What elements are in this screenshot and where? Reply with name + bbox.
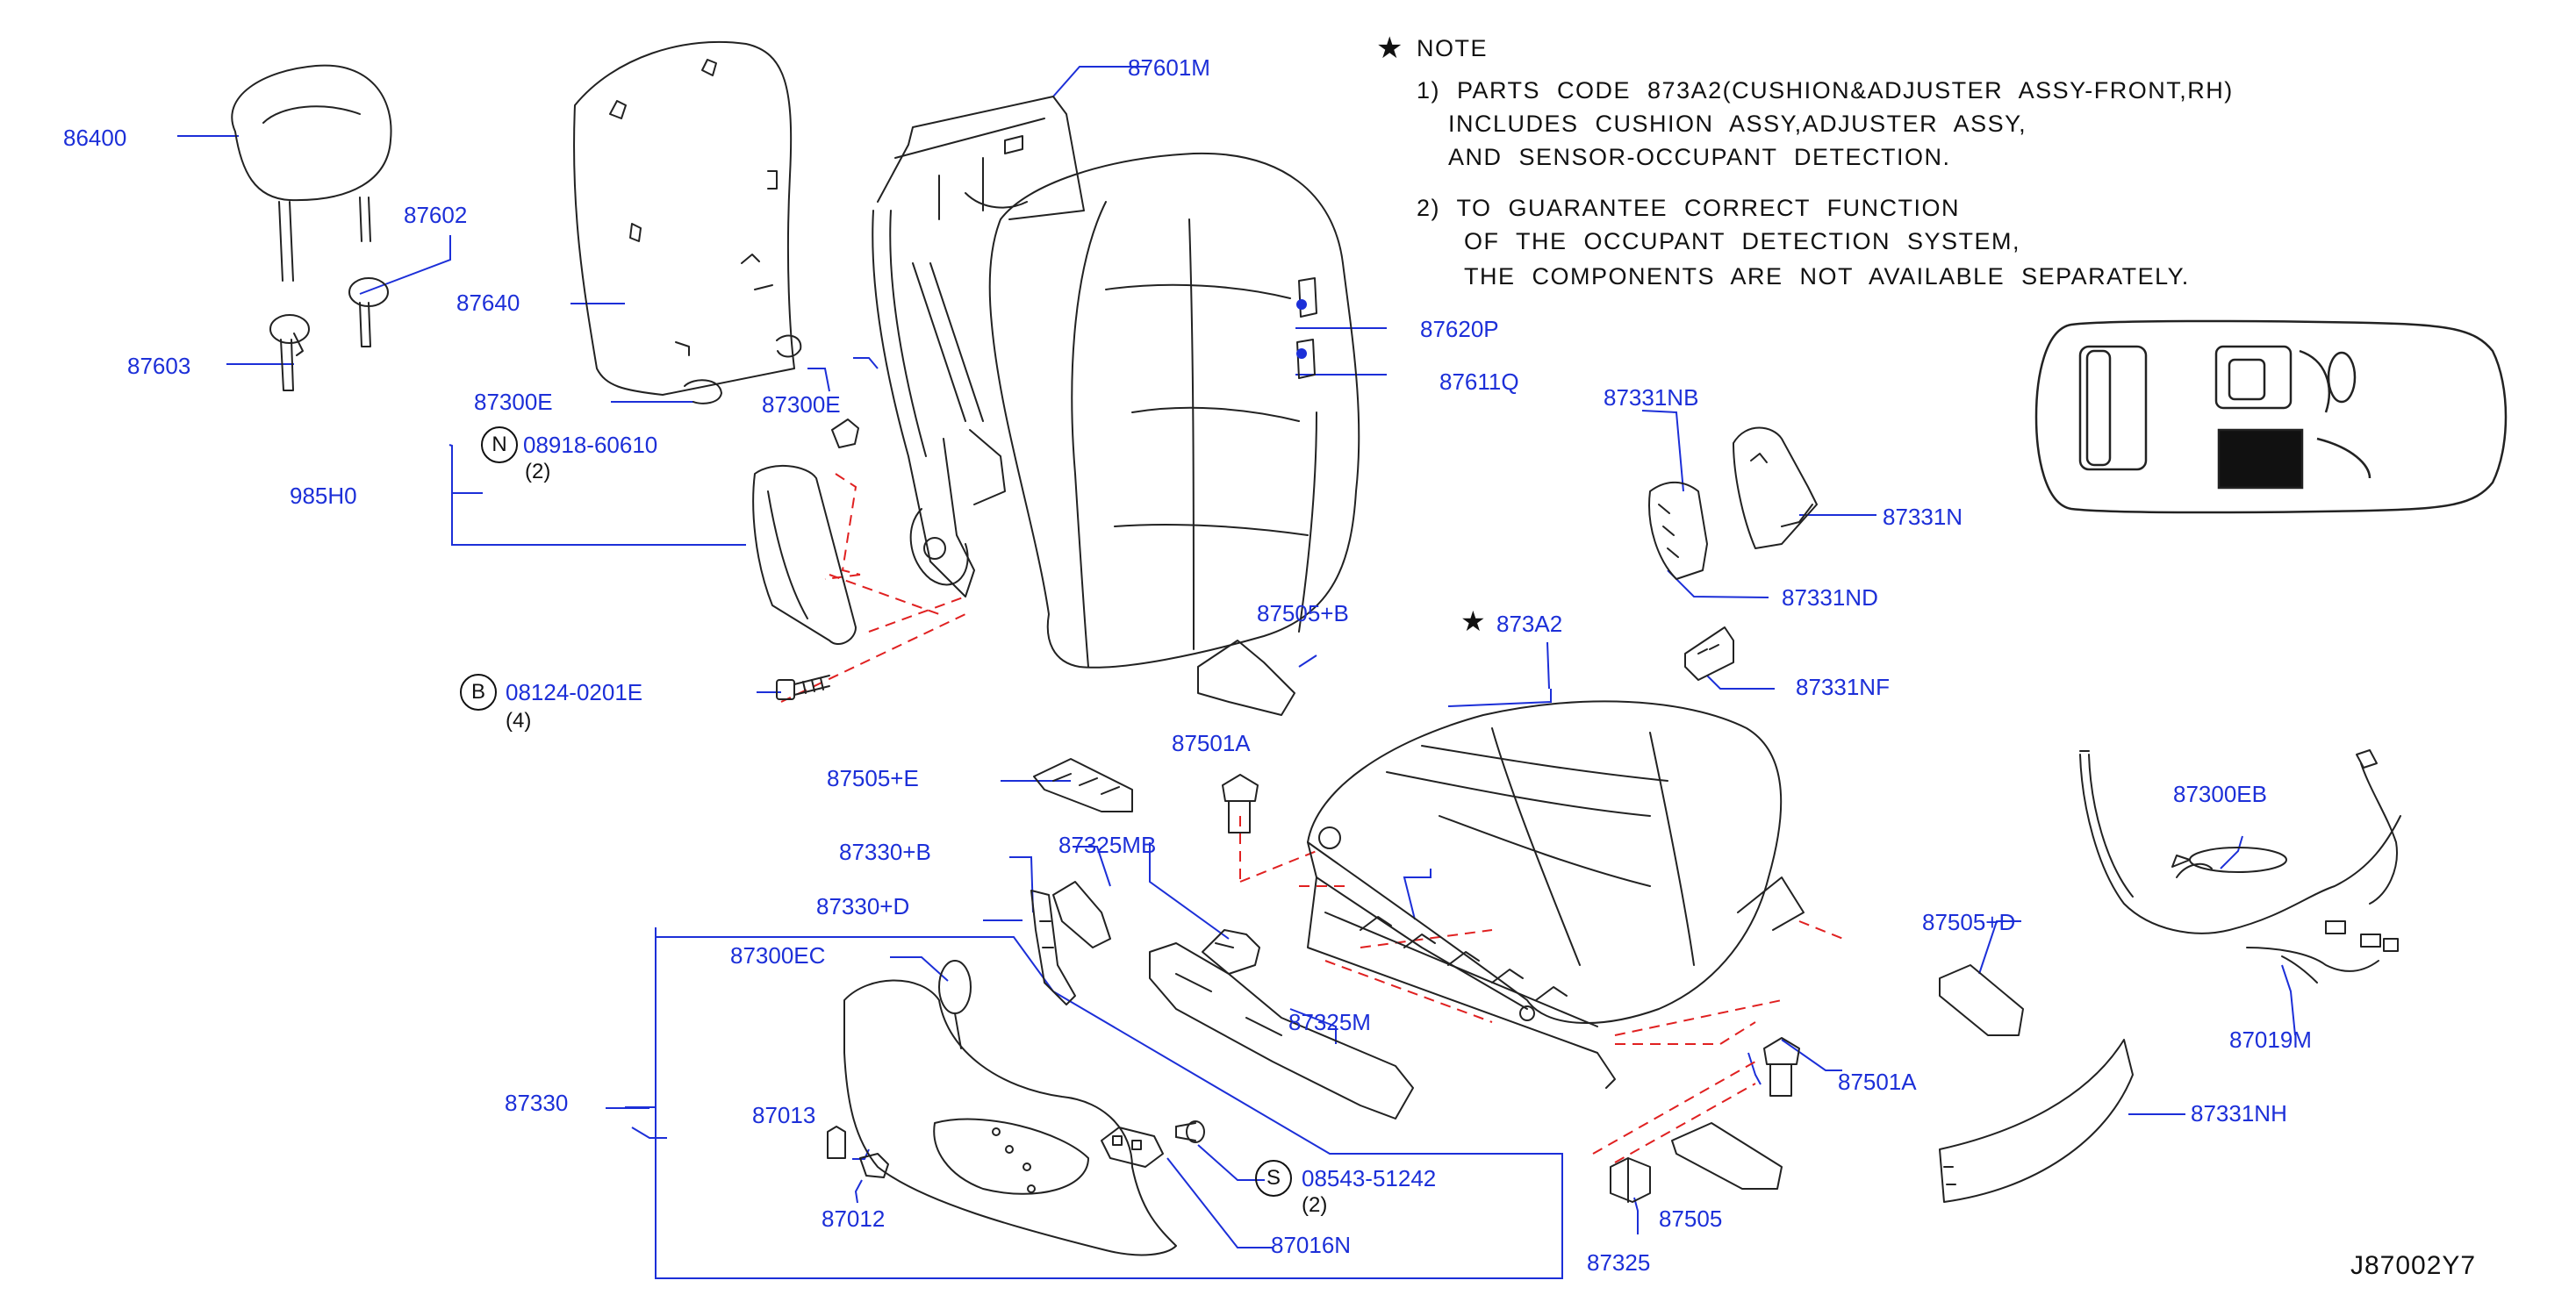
- sensor-dot-87620p: [1296, 299, 1307, 310]
- nut-87325: [1610, 1157, 1651, 1203]
- label-08543-51242[interactable]: 08543-51242: [1302, 1165, 1437, 1191]
- note-line-2: INCLUDES CUSHION ASSY,ADJUSTER ASSY,: [1448, 111, 2027, 137]
- star-icon: ★: [1460, 605, 1488, 637]
- clip-87300e-b: [776, 334, 802, 358]
- label-87331nf[interactable]: 87331NF: [1796, 674, 1890, 700]
- guide-87602: [348, 277, 389, 347]
- label-87325[interactable]: 87325: [1587, 1249, 1651, 1276]
- label-87330[interactable]: 87330: [505, 1090, 569, 1116]
- label-87501a-a[interactable]: 87501A: [1172, 730, 1251, 756]
- label-08124-0201e[interactable]: 08124-0201E: [506, 679, 643, 705]
- screw-08543: [1175, 1120, 1205, 1143]
- label-87330d[interactable]: 87330+D: [816, 893, 910, 919]
- sensor-dot-87611q: [1296, 348, 1307, 359]
- label-87505b[interactable]: 87505+B: [1257, 600, 1349, 626]
- cover-87505e: [1033, 758, 1133, 812]
- seat-back-cushion: [988, 152, 1360, 669]
- knob-87012: [859, 1153, 889, 1178]
- star-icon: ★: [1376, 32, 1404, 65]
- bolt-87501a-a: [1222, 774, 1259, 833]
- label-87300e-b[interactable]: 87300E: [762, 391, 841, 418]
- knob-87013: [827, 1126, 846, 1159]
- side-airbag-985h0: [752, 418, 859, 645]
- trim-87331nf: [1684, 626, 1734, 681]
- back-board-87640: [573, 40, 795, 396]
- seat-cushion-873a2: [1307, 700, 1805, 1089]
- finisher-87330b: [1052, 881, 1111, 948]
- label-87019m[interactable]: 87019M: [2229, 1027, 2312, 1053]
- label-87331nh[interactable]: 87331NH: [2191, 1100, 2287, 1127]
- label-87013[interactable]: 87013: [752, 1102, 816, 1128]
- switch-87016n: [1101, 1127, 1164, 1168]
- qty-08124: (4): [506, 709, 532, 733]
- trim-strip-87331nh: [1939, 1039, 2134, 1203]
- parts: [231, 40, 2401, 1256]
- label-87012[interactable]: 87012: [822, 1205, 886, 1232]
- seat-back-frame-87601m: [872, 96, 1085, 597]
- assembly-lines: [780, 473, 1844, 1163]
- qty-08543: (2): [1302, 1193, 1328, 1217]
- side-finisher-87330: [843, 979, 1177, 1256]
- note-line-6: THE COMPONENTS ARE NOT AVAILABLE SEPARAT…: [1464, 263, 2190, 290]
- cover-87325mb: [1202, 929, 1260, 975]
- label-87300e-a[interactable]: 87300E: [474, 389, 553, 415]
- label-87331nb[interactable]: 87331NB: [1604, 384, 1699, 411]
- label-87505e[interactable]: 87505+E: [827, 765, 919, 791]
- trim-87331nb: [1648, 481, 1708, 580]
- clip-87300e-a: [684, 379, 722, 404]
- note-line-1: 1) PARTS CODE 873A2(CUSHION&ADJUSTER ASS…: [1417, 77, 2234, 104]
- label-87300ec[interactable]: 87300EC: [730, 942, 826, 969]
- note-title: NOTE: [1417, 35, 1489, 61]
- label-87602[interactable]: 87602: [404, 202, 468, 228]
- guide-87603: [269, 314, 310, 391]
- cover-87325m: [1149, 942, 1414, 1120]
- cover-87505b: [1197, 640, 1295, 716]
- cover-87505d: [1939, 964, 2024, 1036]
- label-87505d[interactable]: 87505+D: [1922, 909, 2016, 935]
- cover-87505: [1671, 1122, 1783, 1190]
- label-985h0[interactable]: 985H0: [290, 483, 357, 509]
- clip-87300ec: [938, 960, 972, 1049]
- label-87505[interactable]: 87505: [1659, 1205, 1723, 1232]
- headrest-86400: [231, 64, 392, 282]
- callout-s: S: [1255, 1160, 1292, 1197]
- label-08918-60610[interactable]: 08918-60610: [523, 432, 658, 458]
- vehicle-location-inset: [2034, 319, 2508, 514]
- label-873a2[interactable]: 873A2: [1496, 611, 1563, 637]
- label-87325m[interactable]: 87325M: [1288, 1009, 1371, 1035]
- bolt-87501a-b: [1763, 1037, 1800, 1097]
- label-87016n[interactable]: 87016N: [1271, 1232, 1352, 1258]
- callout-n: N: [481, 426, 518, 463]
- label-87331nd[interactable]: 87331ND: [1782, 584, 1878, 611]
- label-87603[interactable]: 87603: [127, 353, 191, 379]
- note-line-3: AND SENSOR-OCCUPANT DETECTION.: [1448, 144, 1951, 170]
- label-87611q[interactable]: 87611Q: [1439, 368, 1519, 395]
- finisher-87330d: [1030, 890, 1076, 1005]
- label-87640[interactable]: 87640: [456, 290, 520, 316]
- diagram-code: J87002Y7: [2350, 1251, 2477, 1280]
- cable-tie-87300eb: [2171, 847, 2287, 873]
- note-line-4: 2) TO GUARANTEE CORRECT FUNCTION: [1417, 195, 1961, 221]
- callout-b: B: [460, 674, 497, 711]
- label-87331n[interactable]: 87331N: [1883, 504, 1963, 530]
- label-87620p[interactable]: 87620P: [1420, 316, 1499, 342]
- label-87325mb[interactable]: 87325MB: [1058, 832, 1157, 858]
- note-line-5: OF THE OCCUPANT DETECTION SYSTEM,: [1464, 228, 2021, 254]
- label-87330b[interactable]: 87330+B: [839, 839, 931, 865]
- label-87300eb[interactable]: 87300EB: [2173, 781, 2267, 807]
- label-87601m[interactable]: 87601M: [1128, 54, 1210, 81]
- trim-87331n: [1733, 426, 1818, 549]
- qty-08918: (2): [525, 460, 551, 483]
- label-86400[interactable]: 86400: [63, 125, 127, 151]
- label-87501a-b[interactable]: 87501A: [1838, 1069, 1917, 1095]
- bolt-08124: [776, 675, 830, 700]
